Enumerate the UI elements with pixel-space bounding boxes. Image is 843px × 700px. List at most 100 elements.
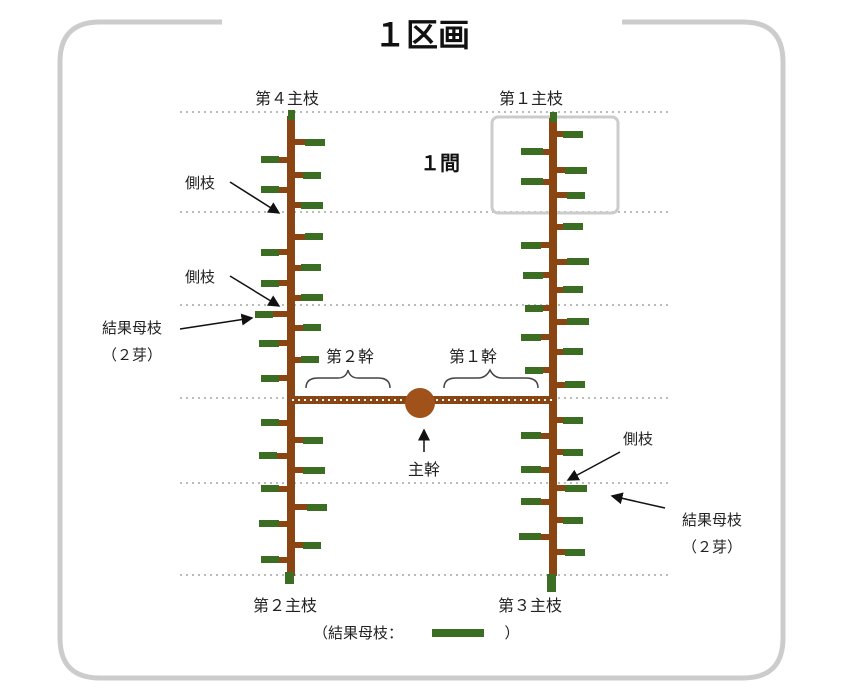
side-branch-arrow-upper [229, 181, 281, 214]
legend: （結果母枝： ） [313, 624, 520, 642]
side-branch-label-lower-right: 側枝 [623, 430, 653, 448]
main-branch-1-label: 第１主枝 [499, 89, 563, 108]
side-branch-spur [291, 139, 305, 145]
side-branch-label-upper: 側枝 [185, 174, 215, 192]
fruiting-cane [303, 172, 321, 179]
side-branch-spur [291, 467, 303, 473]
main-branch-2-label: 第２主枝 [253, 596, 317, 615]
side-branch-spur [279, 486, 291, 492]
fruiting-cane [261, 419, 279, 426]
fruiting-cane [301, 264, 321, 271]
side-branch-spur [291, 202, 301, 208]
side-branch-spur [279, 420, 291, 426]
fruiting-cane [567, 318, 589, 325]
main-branch-3-label: 第３主枝 [498, 596, 562, 615]
fruiting-cane [261, 156, 279, 163]
fruiting-cane [525, 367, 543, 374]
fruiting-cane [259, 340, 279, 347]
side-branches [255, 131, 589, 563]
side-branch-spur [291, 265, 301, 271]
side-branch-spur [543, 367, 553, 373]
fruiting-cane [521, 432, 541, 439]
fruiting-cane [261, 556, 279, 563]
fruiting-cane [261, 186, 279, 193]
diagram-title: １区画 [374, 16, 470, 54]
side-branch-spur [279, 340, 291, 346]
fruiting-cane [261, 485, 279, 492]
fruiting-cane [567, 258, 589, 265]
fruiting-cane [301, 294, 323, 301]
fruiting-cane [567, 192, 585, 199]
fruiting-cane [303, 437, 323, 444]
side-branch-spur [553, 167, 565, 173]
side-branch-spur [553, 319, 567, 325]
fruiting-cane [563, 517, 583, 524]
side-branch-spur [553, 449, 563, 455]
fruiting-branch-arrow-left [179, 313, 254, 330]
right-top-tip [550, 112, 557, 122]
fruiting-branch-arrow-right [610, 492, 666, 509]
fruiting-cane [259, 452, 277, 459]
two-buds-label-right: （２芽） [682, 538, 742, 556]
side-branch-spur [279, 157, 291, 163]
fruiting-cane [563, 417, 583, 424]
side-branch-spur [291, 172, 303, 178]
fruiting-cane [305, 233, 323, 240]
side-branch-spur [541, 433, 553, 439]
legend-cane-swatch [432, 629, 484, 637]
side-branch-spur [279, 521, 291, 527]
side-branch-spur [553, 259, 567, 265]
side-branch-spur [553, 131, 563, 137]
side-branch-spur [291, 437, 303, 443]
side-branch-spur [541, 499, 553, 505]
main-branch-4-label: 第４主枝 [255, 89, 319, 108]
side-branch-spur [553, 485, 565, 491]
fruiting-cane [521, 178, 543, 185]
fruiting-cane [305, 139, 325, 146]
right-bottom-tip [547, 574, 556, 592]
two-buds-label-left: （２芽） [102, 346, 162, 364]
fruiting-cane [261, 249, 279, 256]
side-branch-spur [541, 242, 553, 248]
left-top-tip [288, 110, 295, 120]
fruiting-cane [521, 148, 543, 155]
fruiting-cane [563, 131, 583, 138]
fruiting-branch-label-right: 結果母枝 [682, 511, 742, 529]
fruiting-cane [301, 202, 323, 209]
side-branch-spur [541, 534, 553, 540]
side-branch-spur [279, 557, 291, 563]
side-branch-spur [291, 504, 307, 510]
side-branch-spur [553, 382, 565, 388]
fruiting-cane [521, 466, 541, 473]
side-branch-spur [553, 224, 563, 230]
side-branch-spur [553, 549, 565, 555]
right-main-branch [549, 118, 557, 576]
side-branch-spur [553, 349, 563, 355]
side-branch-label-middle: 側枝 [185, 268, 215, 286]
side-branch-spur [553, 517, 563, 523]
first-trunk-label: 第１幹 [449, 347, 497, 366]
fruiting-cane [521, 334, 541, 341]
brace-second-trunk [305, 369, 391, 389]
grid-lines [180, 111, 672, 576]
outer-frame [57, 19, 786, 681]
fruiting-cane [563, 449, 583, 456]
side-branch-arrow-middle [229, 275, 281, 307]
side-branch-spur [279, 280, 291, 286]
fruiting-cane [307, 504, 327, 511]
legend-prefix: （結果母枝： [313, 624, 403, 642]
fruiting-cane [301, 356, 319, 363]
side-branch-spur [543, 272, 553, 278]
side-branch-spur [553, 287, 563, 293]
side-branch-spur [279, 375, 291, 381]
fruiting-cane [261, 375, 279, 382]
fruiting-cane [565, 381, 585, 388]
fruiting-cane [563, 223, 583, 230]
left-bottom-tip [285, 572, 294, 584]
fruiting-cane [523, 272, 543, 279]
main-trunk-label: 主幹 [408, 460, 440, 479]
side-branch-spur [291, 295, 301, 301]
side-branch-spur [291, 542, 303, 548]
fruiting-cane [303, 542, 321, 549]
